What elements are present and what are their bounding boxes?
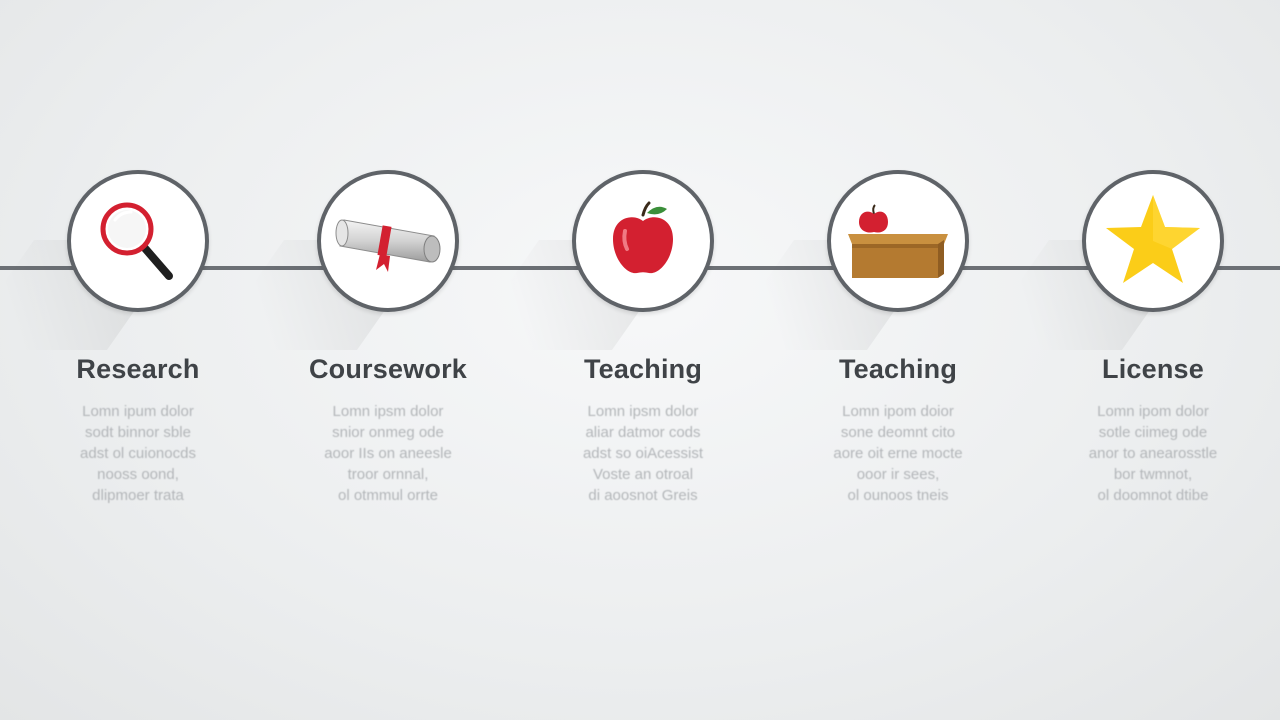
apple-icon <box>613 201 673 274</box>
step-description: Lomn ipum dolor sodt binnor sble adst ol… <box>80 403 196 504</box>
step-title: Research <box>76 354 200 384</box>
step-teaching-desk: Teaching Lomn ipom doior sone deomnt cit… <box>716 170 1008 506</box>
step-circle <box>572 170 714 312</box>
teacher-desk-icon <box>848 204 948 278</box>
step-circle <box>827 170 969 312</box>
step-description: Lomn ipsm dolor snior onmeg ode aoor IIs… <box>324 403 452 504</box>
step-title: Teaching <box>838 354 958 384</box>
step-license: License Lomn ipom dolor sotle ciimeg ode… <box>971 170 1263 506</box>
step-circle <box>67 170 209 312</box>
diploma-scroll-icon <box>335 219 441 272</box>
star-icon <box>1106 195 1200 283</box>
step-circle <box>317 170 459 312</box>
step-circle <box>1082 170 1224 312</box>
step-description: Lomn ipom dolor sotle ciimeg ode anor to… <box>1088 403 1218 504</box>
magnifying-glass-icon <box>100 202 173 280</box>
step-title: Coursework <box>308 354 468 384</box>
step-teaching-apple: Teaching Lomn ipsm dolor aliar datmor co… <box>461 170 753 506</box>
step-description: Lomn ipsm dolor aliar datmor cods adst s… <box>582 403 704 504</box>
step-title: License <box>1102 354 1204 384</box>
step-coursework: Coursework Lomn ipsm dolor snior onmeg o… <box>206 170 498 506</box>
step-research: Research Lomn ipum dolor sodt binnor sbl… <box>0 170 248 506</box>
step-title: Teaching <box>583 354 703 384</box>
step-description: Lomn ipom doior sone deomnt cito aore oi… <box>833 403 963 504</box>
